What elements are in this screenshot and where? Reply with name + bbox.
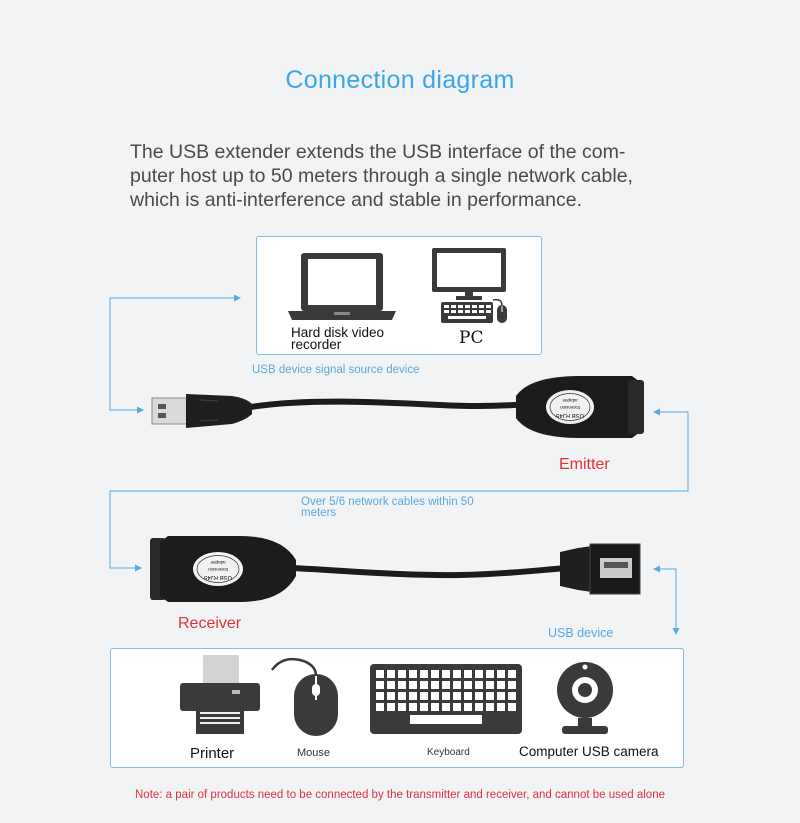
keyboard-key [453,692,461,700]
camera-label: Computer USB camera [519,744,659,759]
keyboard-key [464,670,472,678]
keyboard-key [387,692,395,700]
keyboard-key [431,670,439,678]
mouse-icon [270,657,338,736]
description: The USB extender extends the USB interfa… [130,140,690,212]
emitter-cable-icon [151,376,644,438]
printer-icon [180,655,260,734]
keyboard-key [508,681,516,689]
keyboard-key [442,692,450,700]
printer-label: Printer [190,745,235,762]
keyboard-key [398,692,406,700]
keyboard-key [486,670,494,678]
description-line: The USB extender extends the USB interfa… [130,141,626,163]
receiver-body-sub: Extension adapter [208,560,228,572]
keyboard-key [464,703,472,711]
keyboard-key [398,681,406,689]
keyboard-key [420,670,428,678]
keyboard-key [398,670,406,678]
receiver-body-brand: USB RJ45 [204,574,233,580]
mouse-label: Mouse [297,747,331,759]
recorder-label-line: Hard disk video [291,325,385,340]
emitter-body-brand: USB RJ45 [556,412,585,418]
receiver-body-text: USB RJ45 Extension adapter [200,559,236,580]
keyboard-spacebar [410,715,482,724]
keyboard-key [409,692,417,700]
keyboard-key [376,681,384,689]
cable-caption: Over 5/6 network cables within 50 meters [301,496,474,519]
keyboard-key [497,703,505,711]
keyboard-key [431,703,439,711]
keyboard-key [431,692,439,700]
laptop-icon [288,253,396,320]
keyboard-key [442,681,450,689]
keyboard-key [376,703,384,711]
usage-note: Note: a pair of products need to be conn… [135,789,665,801]
keyboard-key [497,692,505,700]
keyboard-key [387,670,395,678]
emitter-body-sub: Extension adapter [560,398,580,410]
keyboard-key [497,681,505,689]
keyboard-key [398,703,406,711]
keyboard-key [486,681,494,689]
recorder-label: Hard disk video recorder [291,325,385,352]
keyboard-key [497,670,505,678]
keyboard-key [475,670,483,678]
keyboard-key [508,703,516,711]
keyboard-key [420,681,428,689]
keyboard-key [508,692,516,700]
recorder-label-line: recorder [291,337,342,352]
description-line: puter host up to 50 meters through a sin… [130,165,633,187]
keyboard-key [453,703,461,711]
page-title: Connection diagram [285,66,515,94]
keyboard-key [475,692,483,700]
keyboard-key [387,703,395,711]
keyboard-label: Keyboard [427,747,470,758]
keyboard-key [508,670,516,678]
receiver-cable-icon [150,536,641,602]
keyboard-key [453,681,461,689]
camera-icon [557,662,613,734]
keyboard-key [420,703,428,711]
description-line: which is anti-interference and stable in… [130,189,582,211]
keyboard-key [486,703,494,711]
source-caption: USB device signal source device [252,364,420,376]
keyboard-key [475,703,483,711]
emitter-body-text: USB RJ45 Extension adapter [552,397,588,418]
keyboard-key [387,681,395,689]
cable-caption-line: Over 5/6 network cables within 50 [301,496,474,508]
receiver-label: Receiver [178,615,242,632]
keyboard-key [431,681,439,689]
keyboard-key [376,670,384,678]
keyboard-key [442,703,450,711]
pc-label: PC [459,328,484,348]
keyboard-key [464,681,472,689]
keyboard-key [420,692,428,700]
keyboard-key [453,670,461,678]
keyboard-key [409,703,417,711]
keyboard-key [409,681,417,689]
usb-device-caption: USB device [548,626,614,640]
emitter-label: Emitter [559,456,610,473]
keyboard-key [464,692,472,700]
keyboard-key [376,692,384,700]
cable-caption-line: meters [301,507,337,519]
pc-icon [432,248,507,323]
keyboard-key [442,670,450,678]
keyboard-icon [370,664,522,734]
keyboard-key [486,692,494,700]
keyboard-key [409,670,417,678]
keyboard-key [475,681,483,689]
